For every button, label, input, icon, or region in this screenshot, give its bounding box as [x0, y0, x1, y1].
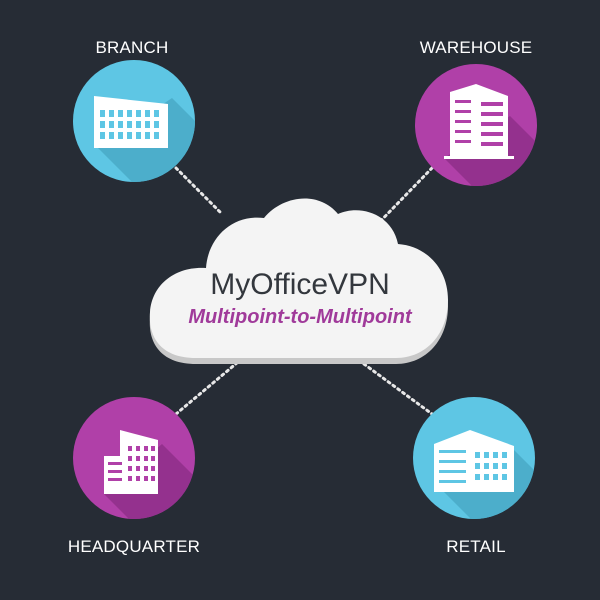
warehouse-label: WAREHOUSE: [419, 38, 533, 57]
office-building-icon: [94, 96, 168, 148]
cloud-subtitle: Multipoint-to-Multipoint: [188, 306, 412, 328]
retail-label: RETAIL: [446, 537, 506, 556]
warehouse-node: [415, 64, 537, 186]
warehouse-building-icon: [444, 84, 514, 159]
branch-label: BRANCH: [95, 38, 169, 57]
branch-node: [73, 60, 195, 182]
connector-retail: [362, 362, 434, 416]
cloud-title: MyOfficeVPN: [210, 268, 390, 301]
retail-building-icon: [434, 430, 514, 492]
headquarter-building-icon: [104, 430, 158, 494]
connector-headquarter: [174, 360, 240, 416]
connector-branch: [174, 166, 222, 214]
vpn-cloud: [149, 198, 448, 364]
headquarter-label: HEADQUARTER: [67, 537, 201, 556]
